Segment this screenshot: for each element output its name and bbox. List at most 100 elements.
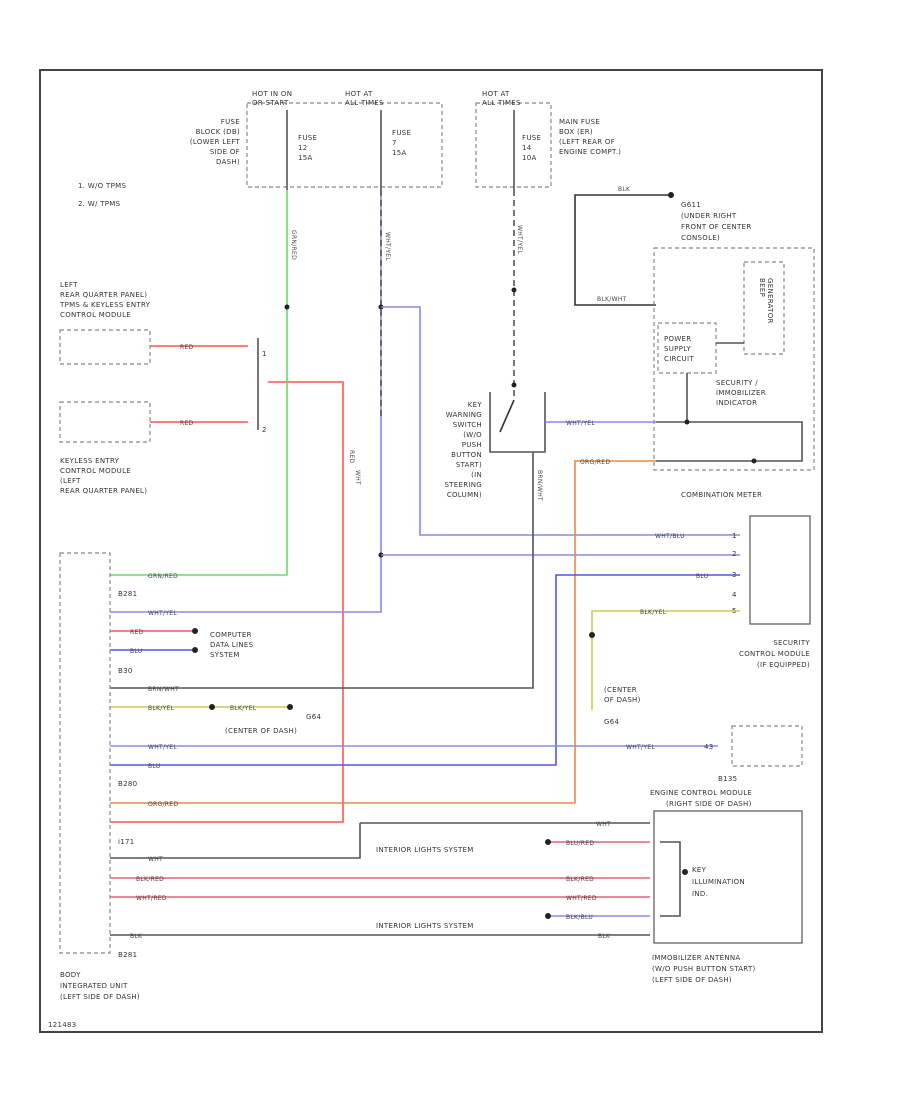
- ecm-connector: B135: [718, 775, 737, 783]
- key-switch-bracket: [489, 392, 546, 453]
- g611-label-3: FRONT OF CENTER: [681, 223, 752, 231]
- interior-lights-1: INTERIOR LIGHTS SYSTEM: [376, 846, 474, 854]
- wire-label-red-tpms: RED: [180, 344, 194, 351]
- key-illum-label-2: ILLUMINATION: [692, 878, 745, 886]
- wire-label-blk-top: BLK: [618, 186, 631, 193]
- wire-label-grn-red: GRN/RED: [290, 230, 297, 260]
- security-indicator-label-1: SECURITY /: [716, 379, 758, 387]
- fuse-b-rating: 15A: [392, 149, 407, 157]
- g611-ground-wire: [574, 194, 656, 306]
- wire-label-wht-yel-biu: WHT/YEL: [148, 610, 177, 617]
- data-line-node-1: [192, 628, 198, 634]
- data-line-node-2: [192, 647, 198, 653]
- wire-label-blk-yel-biu: BLK/YEL: [148, 705, 175, 712]
- power-supply-label-2: SUPPLY: [664, 345, 691, 353]
- power-label-main-2: ALL TIMES: [482, 99, 521, 107]
- wire-label-brn-wht: BRN/WHT: [536, 470, 543, 501]
- key-switch-blade: [499, 399, 515, 433]
- wire-label-wht-red-biu: WHT/RED: [136, 895, 167, 902]
- keyless-label-1: KEYLESS ENTRY: [60, 457, 120, 465]
- antenna-label-3: (LEFT SIDE OF DASH): [652, 976, 732, 984]
- sec-pin-2: 2: [732, 550, 737, 558]
- wire-label-blk-ant: BLK: [598, 933, 611, 940]
- red-trunk-wire: [110, 381, 344, 823]
- wire-label-wht-biu: WHT: [148, 856, 163, 863]
- wire-label-blu-biu: BLU: [148, 763, 160, 770]
- wire-label-blk-blu: BLK/BLU: [566, 914, 593, 921]
- wire-label-wht-blu: WHT/BLU: [655, 533, 685, 540]
- fuse-c-rating: 10A: [522, 154, 537, 162]
- wire-label-blk-yel-sec: BLK/YEL: [640, 609, 667, 616]
- g611-ground-node: [668, 192, 674, 198]
- security-module-label-3: (IF EQUIPPED): [757, 661, 810, 669]
- security-module-box: [749, 515, 811, 625]
- wht-yel-wire: [110, 190, 382, 613]
- meter-internal-loop: [656, 421, 803, 462]
- key-warning-label-2: WARNING: [446, 411, 482, 419]
- fuse-block-label-1: FUSE: [221, 118, 240, 126]
- wire-label-org-red-biu: ORG/RED: [148, 801, 178, 808]
- data-lines-label-3: SYSTEM: [210, 651, 240, 659]
- biu-conn-4: i171: [118, 838, 135, 846]
- keyless-module-box: [59, 401, 151, 443]
- key-warning-label-5: PUSH: [462, 441, 482, 449]
- wire-label-blk-red-ant: BLK/RED: [566, 876, 594, 883]
- biu-conn-1: B281: [118, 590, 137, 598]
- ecm-label-2: (RIGHT SIDE OF DASH): [666, 800, 752, 808]
- legend-item-1: 1. W/O TPMS: [78, 182, 126, 190]
- wire-label-blu-red: BLU/RED: [566, 840, 594, 847]
- wire-label-blu-sec: BLU: [696, 573, 708, 580]
- fuse-b-label: FUSE: [392, 129, 411, 137]
- fuse-block-outline: [246, 102, 443, 188]
- g64b-label-2: OF DASH): [604, 696, 641, 704]
- keyless-label-4: REAR QUARTER PANEL): [60, 487, 147, 495]
- wire-label-grn-red-biu: GRN/RED: [148, 573, 178, 580]
- data-lines-label-2: DATA LINES: [210, 641, 254, 649]
- key-switch-out: [110, 452, 534, 689]
- biu-label-3: (LEFT SIDE OF DASH): [60, 993, 140, 1001]
- fuse-a-number: 12: [298, 144, 308, 152]
- fuse-block-label-3: (LOWER LEFT: [190, 138, 241, 146]
- g64-label-2: (CENTER OF DASH): [225, 727, 297, 735]
- g64-node: [589, 632, 595, 638]
- main-fuse-label-4: ENGINE COMPT.): [559, 148, 621, 156]
- wire-label-blk-biu: BLK: [130, 933, 143, 940]
- key-warning-label-9: STEERING: [444, 481, 482, 489]
- key-warning-label-8: (IN: [471, 471, 482, 479]
- g611-label-2: (UNDER RIGHT: [681, 212, 737, 220]
- fuse-block-label-4: SIDE OF: [210, 148, 240, 156]
- security-module-label-2: CONTROL MODULE: [739, 650, 810, 658]
- power-label-acc: HOT AT: [345, 90, 373, 98]
- power-label-run-2: OR START: [252, 99, 289, 107]
- g64-dot-1: [209, 704, 215, 710]
- security-indicator-label-2: IMMOBILIZER: [716, 389, 766, 397]
- key-illum-label-3: IND.: [692, 890, 708, 898]
- g611-label-1: G611: [681, 201, 701, 209]
- fuse-block-label-5: DASH): [216, 158, 240, 166]
- option-num-2: 2: [262, 426, 267, 434]
- key-warning-label-6: BUTTON: [451, 451, 482, 459]
- biu-conn-2: B30: [118, 667, 133, 675]
- meter-node-1: [684, 419, 690, 425]
- key-warning-label-1: KEY: [468, 401, 483, 409]
- keyless-label-2: CONTROL MODULE: [60, 467, 131, 475]
- blue-security-wire: [110, 574, 740, 766]
- biu-label-2: INTEGRATED UNIT: [60, 982, 128, 990]
- legend-item-2: 2. W/ TPMS: [78, 200, 121, 208]
- wire-label-wht-yel-c: WHT/YEL: [516, 225, 523, 254]
- tpms-label-2: REAR QUARTER PANEL): [60, 291, 147, 299]
- wire-label-red-trunk: RED: [348, 450, 355, 464]
- keyless-label-3: (LEFT: [60, 477, 81, 485]
- sec-pin-1: 1: [732, 532, 737, 540]
- power-supply-label-1: POWER: [664, 335, 691, 343]
- antenna-label-1: IMMOBILIZER ANTENNA: [652, 954, 740, 962]
- blue-steering-wire: [381, 306, 740, 536]
- key-illum-node: [682, 869, 688, 875]
- fuse-c-number: 14: [522, 144, 532, 152]
- combination-meter-outline: [653, 247, 815, 471]
- g611-label-4: CONSOLE): [681, 234, 720, 242]
- wire-label-wht-ant: WHT: [596, 821, 611, 828]
- wire-label-blk-red-biu: BLK/RED: [136, 876, 164, 883]
- main-fuse-label-1: MAIN FUSE: [559, 118, 600, 126]
